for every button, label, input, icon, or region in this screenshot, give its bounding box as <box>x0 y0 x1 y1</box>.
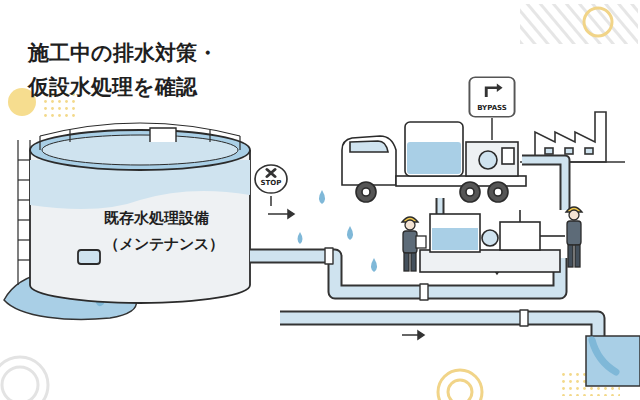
worker <box>402 217 426 271</box>
pipes <box>250 160 598 340</box>
text-wrap: 既存水処理設備 （メンテナンス） <box>104 205 240 258</box>
node-text: BYPASS <box>468 105 516 113</box>
stop-sign: STOP <box>254 164 288 194</box>
stop-outline <box>254 164 288 194</box>
truck <box>342 122 526 202</box>
worker <box>566 207 582 267</box>
text-wrap: BYPASS <box>468 105 516 113</box>
existing-tank <box>18 123 250 303</box>
bypass-sign: BYPASS <box>468 76 516 118</box>
flow-arrow <box>268 210 501 339</box>
node-text: STOP <box>254 180 288 188</box>
text-wrap: STOP <box>254 180 288 188</box>
title: 施工中の排水対策・ 仮設水処理を確認 <box>28 36 233 104</box>
tank-label-area: 既存水処理設備 （メンテナンス） <box>104 205 240 265</box>
node-text: 既存水処理設備 （メンテナンス） <box>104 205 240 258</box>
temporary-unit <box>420 210 565 272</box>
basin <box>586 336 640 386</box>
decoration <box>0 4 638 400</box>
